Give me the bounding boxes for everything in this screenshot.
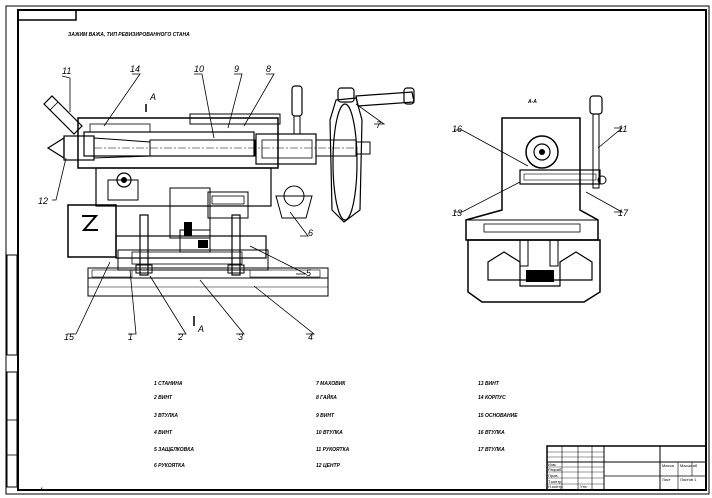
tb-scale: Масштаб [680,463,698,468]
part-8: 8 ГАЙКА [316,393,337,401]
callout-10: 10 [194,64,204,74]
callout-12: 12 [38,196,48,206]
part-2: 2 ВИНТ [153,395,173,401]
parts-list: 1 СТАНИНА 2 ВИНТ 3 ВТУЛКА 4 ВИНТ 5 ЗАЩЕЛ… [153,381,518,469]
part-6: 6 РУКОЯТКА [154,463,185,469]
tb-row-3: Пров. [548,473,559,478]
tb-row-4: Т.контр. [548,479,563,484]
part-3: 3 ВТУЛКА [154,413,178,419]
tb-mass: Масса [662,463,675,468]
view-marker-bottom: А [197,324,204,334]
callout-13: 13 [452,208,462,218]
view-marker-top: А [149,92,156,102]
part-11: 11 РУКОЯТКА [316,447,350,453]
left-margin-strip-upper [6,254,18,356]
callout-11a: 11 [62,66,71,76]
title-block: Изм. Разраб. Пров. Т.контр. Н.контр. Утв… [546,445,707,491]
part-16: 16 ВТУЛКА [478,430,505,436]
leader-lines [52,73,624,335]
inner-frame [17,9,707,491]
part-12: 12 ЦЕНТР [316,463,341,469]
top-corner-stamp [17,9,77,21]
part-9: 9 ВИНТ [316,413,335,419]
callout-16: 16 [452,124,462,134]
part-7: 7 МАХОВИК [316,381,346,387]
part-15: 15 ОСНОВАНИЕ [478,413,518,419]
part-4: 4 ВИНТ [153,430,173,436]
tb-sheets: Листов 1 [680,477,697,482]
callout-2: 2 [177,332,183,342]
section-a-a-view: А-А [465,95,607,303]
callout-9: 9 [234,64,239,74]
callout-4: 4 [308,332,313,342]
part-10: 10 ВТУЛКА [316,430,343,436]
tb-row-1: Изм. [548,462,557,467]
callout-11b: 11 [618,124,627,134]
callout-8: 8 [266,64,271,74]
callout-1: 1 [128,332,133,342]
callout-6: 6 [308,228,313,238]
part-13: 13 ВИНТ [478,381,500,387]
tb-row-6: Утв. [580,484,588,489]
part-14: 14 КОРПУС [478,395,506,401]
callout-14: 14 [130,64,140,74]
tb-sheet: Лист [662,477,671,482]
corner-mark: ✕ [40,486,43,491]
part-1: 1 СТАНИНА [154,381,183,387]
tb-row-2: Разраб. [548,467,562,472]
section-label: А-А [527,99,537,105]
callout-3: 3 [238,332,243,342]
part-17: 17 ВТУЛКА [478,447,505,453]
outer-frame [5,5,710,495]
callout-15: 15 [64,332,75,342]
part-5: 5 ЗАЩЕЛКОВКА [154,447,194,453]
main-section-view: А А [43,85,415,334]
callout-7: 7 [376,120,382,130]
drawing-heading: ЗАЖИМ ВАЖА, ТИП РЕВИЗИРОВАННОГО СТАНА [68,32,190,38]
left-margin-strip-lower [6,371,18,488]
callouts: 11 12 14 10 9 8 7 6 5 4 3 2 1 15 16 13 1… [38,64,629,342]
tb-row-5: Н.контр. [548,484,563,489]
callout-5: 5 [306,268,312,278]
callout-17: 17 [618,208,629,218]
